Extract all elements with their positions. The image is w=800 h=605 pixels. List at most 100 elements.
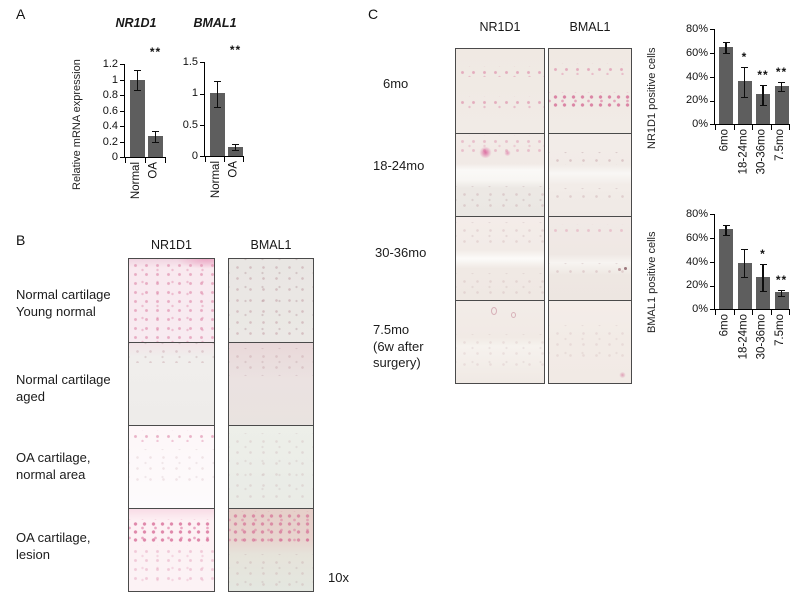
panel-b-row-label-oa-lesion: OA cartilage, lesion [16,530,90,563]
histology-b-nr1d1-oa-normal-area [129,425,214,508]
panel-c-nr1d1-image-column [455,48,545,384]
panel-b-bmal1-image-column [228,258,314,592]
y-tick-mark [710,76,715,78]
x-tick-mark [770,125,772,130]
y-tick-label: 0% [692,118,708,130]
y-tick-label: 80% [685,23,708,35]
y-tick-mark [120,157,125,159]
y-tick-mark [120,79,125,81]
stain-blob [619,372,627,379]
error-bar [741,66,748,98]
significance-marker: ** [775,272,788,287]
error-bar [778,82,785,92]
y-tick-label: 0.4 [102,120,118,132]
y-tick-label: 0.5 [182,118,198,131]
y-tick-mark [710,238,715,239]
error-bar [134,70,141,91]
panel-c-bmal1-image-column [548,48,632,384]
row-label-line: OA cartilage, [16,530,91,545]
stain-dots [456,333,544,371]
histology-c-nr1d1-6mo [456,49,544,133]
x-tick-label: 6mo [718,314,731,337]
stain-dots [456,221,544,249]
y-tick-mark [200,124,205,126]
panel-b-col-header-bmal1: BMAL1 [250,238,292,252]
histology-b-nr1d1-aged [129,342,214,425]
panel-c-label: C [368,6,379,22]
row-label-line: normal area [16,466,86,482]
y-tick-mark [200,93,205,95]
bar-Normal [130,79,145,157]
stain-blob [504,150,512,156]
histology-c-nr1d1-30-36mo [456,216,544,300]
significance-marker: * [741,49,748,64]
significance-marker: ** [757,67,769,82]
bar-6mo [719,46,733,124]
x-tick-mark [789,310,790,315]
x-tick-label: Normal [130,162,142,200]
y-tick-label: 80% [685,208,708,220]
y-tick-mark [710,124,715,126]
y-tick-mark [710,100,715,102]
x-tick-mark [752,125,753,130]
x-tick-mark [145,158,146,163]
histology-c-bmal1-30-36mo [549,216,631,300]
y-tick-label: 20% [685,94,708,107]
y-tick-label: 1.2 [102,58,118,70]
x-tick-mark [715,310,716,315]
chart-c-bmal1-y-axis-label: BMAL1 positive cells [646,231,658,333]
stain-dots [129,430,214,443]
row-label-line: OA cartilage, [16,450,91,465]
y-tick-mark [200,62,205,64]
y-tick-mark [120,126,125,128]
histology-b-nr1d1-oa-lesion [129,508,214,591]
y-tick-label: 40% [685,255,708,268]
stain-blob [478,146,492,158]
y-tick-mark [120,95,125,97]
bar-6mo [719,229,733,309]
row-label-line: Normal cartilage [16,372,111,387]
y-tick-mark [120,141,125,143]
row-label-line: 7.5mo [373,322,410,337]
histology-b-nr1d1-young-normal [129,259,214,342]
error-bar [214,80,221,109]
y-tick-label: 60% [685,46,708,59]
stain-dots [129,448,214,486]
panel-b-col-header-nr1d1: NR1D1 [151,238,192,252]
stain-dots [456,135,544,154]
histology-b-bmal1-aged [229,342,313,425]
y-tick-label: 0.2 [102,135,118,148]
bar-7.5mo [774,86,789,124]
x-tick-label: 6mo [718,129,731,152]
x-tick-mark [125,158,126,163]
y-tick-mark [710,29,715,31]
stain-ring [510,312,516,319]
panel-c-row-label-6mo: 6mo [383,76,408,93]
panel-c-row-label-7-5mo: 7.5mo (6w after surgery) [373,322,424,372]
histology-c-nr1d1-7-5mo [456,299,544,383]
stain-dots [129,518,214,542]
bar-OA [148,136,163,157]
panel-b-label: B [16,232,26,248]
stain-dots [229,347,313,376]
histology-c-nr1d1-18-24mo [456,132,544,216]
y-tick-mark [710,285,715,287]
stain-ring [491,307,498,316]
x-tick-label: OA [228,161,240,178]
histology-b-bmal1-young-normal [229,259,313,342]
stain-dots [129,545,214,587]
stain-dots [549,223,631,234]
stain-smudge [176,259,214,269]
row-label-line: (6w after [373,338,424,354]
x-tick-mark [165,158,166,163]
bar-30-36mo [756,94,770,124]
stain-dots [456,273,544,295]
stain-dots [549,263,631,274]
y-tick-mark [710,53,715,54]
y-tick-label: 1 [191,87,198,100]
stain-dots [549,325,631,359]
x-tick-mark [789,125,790,130]
